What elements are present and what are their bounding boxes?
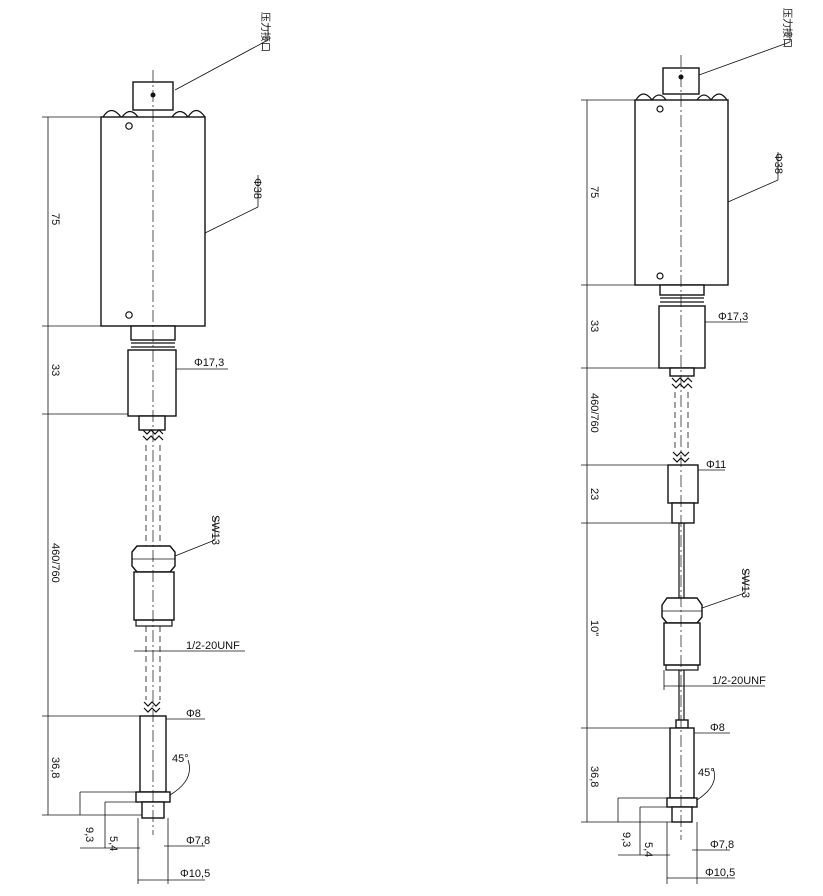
right-dia-d: Φ10,5 xyxy=(705,867,735,879)
left-len-b: 5,4 xyxy=(107,836,119,851)
left-angle: 45° xyxy=(172,753,189,765)
left-dia-tip: Φ8 xyxy=(186,708,201,720)
right-len-mid: 23 xyxy=(588,488,600,500)
right-len-tip: 36,8 xyxy=(588,766,600,787)
right-len-neck: 33 xyxy=(588,320,600,332)
right-mid-fitting xyxy=(667,464,699,504)
right-neck-top xyxy=(659,284,705,296)
right-sw: SW13 xyxy=(739,568,751,598)
right-hex-nut xyxy=(661,597,703,624)
right-dia-mid: Φ11 xyxy=(706,459,726,471)
left-sw: SW13 xyxy=(209,515,221,545)
right-dia-tip: Φ8 xyxy=(710,722,725,734)
left-bump-2 xyxy=(121,110,139,118)
right-len-b: 5,4 xyxy=(642,842,654,857)
left-dia-d: Φ10,5 xyxy=(180,868,210,880)
right-len-body: 75 xyxy=(588,186,600,198)
right-len-a: 9,3 xyxy=(620,832,632,847)
left-dia-neck: Φ17,3 xyxy=(194,357,224,369)
left-len-body: 75 xyxy=(49,213,61,225)
right-thread: 1/2-20UNF xyxy=(712,675,766,687)
left-screw-top xyxy=(125,122,133,130)
right-probe-tip xyxy=(669,727,695,799)
left-neck-body xyxy=(127,349,177,417)
left-bump-4 xyxy=(187,109,206,118)
right-main-body xyxy=(634,99,729,286)
right-sensor-drawing: 压力接口 Φ38 75 33 Φ17,3 460/760 Φ11 23 10" … xyxy=(581,8,794,884)
right-label-top: 压力接口 xyxy=(781,8,794,48)
left-len-neck: 33 xyxy=(49,364,61,376)
right-dia-neck: Φ17,3 xyxy=(718,311,748,323)
right-dia-c: Φ7,8 xyxy=(710,839,734,851)
left-sensor-drawing: 压力接口 Φ38 75 33 Φ17,3 460/760 SW13 1/2-20… xyxy=(42,12,272,884)
right-len-cable: 10" xyxy=(588,620,600,636)
left-bump-1 xyxy=(102,109,122,118)
left-len-tip: 36,8 xyxy=(49,757,61,778)
left-fitting-body xyxy=(133,571,175,621)
right-neck-body xyxy=(658,305,706,369)
left-dia-c: Φ7,8 xyxy=(186,835,210,847)
right-len-rod: 460/760 xyxy=(588,393,600,433)
left-bump-3 xyxy=(171,110,189,118)
left-label-top: 压力接口 xyxy=(259,12,272,52)
right-fitting-body xyxy=(663,622,701,666)
left-dia-body: Φ38 xyxy=(251,178,263,199)
right-dia-body: Φ38 xyxy=(772,153,784,174)
left-len-rod: 460/760 xyxy=(49,543,61,583)
right-angle: 45° xyxy=(698,767,715,779)
left-thread: 1/2-20UNF xyxy=(186,640,240,652)
left-len-a: 9,3 xyxy=(83,827,95,842)
right-probe-collar xyxy=(666,797,698,808)
left-screw-bottom xyxy=(125,311,133,319)
left-thread-top xyxy=(138,415,166,431)
right-probe-end xyxy=(671,806,693,823)
